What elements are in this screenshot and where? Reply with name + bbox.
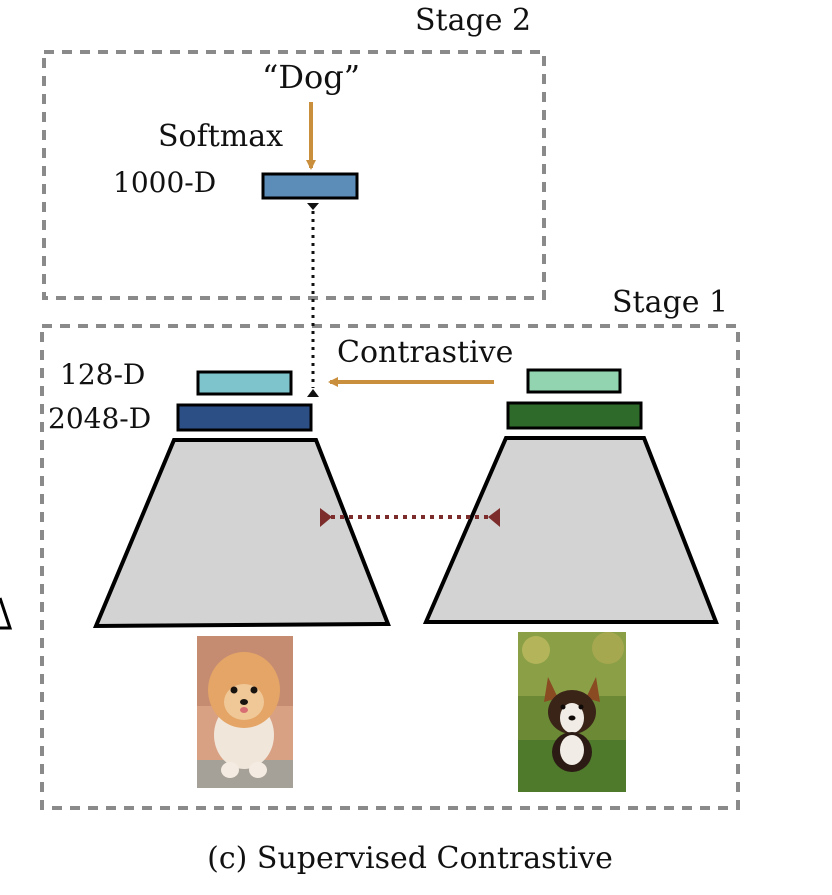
encoder-right [422, 436, 719, 624]
projection-head-left [196, 370, 293, 396]
dim-128-label: 128-D [60, 358, 145, 391]
softmax-label: Softmax [158, 119, 283, 154]
dim-1000-label: 1000-D [113, 166, 216, 199]
contrastive-label: Contrastive [337, 335, 513, 370]
stage-link-bottom-marker [307, 389, 319, 397]
embedding-layer-left [176, 403, 313, 432]
projection-head-right [526, 368, 622, 394]
class-label-dog: “Dog” [262, 58, 360, 96]
stage2-label: Stage 2 [415, 3, 531, 38]
shared-weights-left-cap [320, 508, 332, 527]
image-right-corgi [518, 632, 626, 792]
embedding-layer-right [506, 401, 643, 430]
dim-2048-label: 2048-D [48, 402, 151, 435]
figure-caption: (c) Supervised Contrastive [207, 841, 613, 876]
shared-weights-right-cap [488, 508, 500, 527]
stage1-box [40, 324, 740, 810]
stage1-label: Stage 1 [612, 285, 728, 320]
left-edge-fragment [0, 597, 13, 630]
image-left-puppy [197, 636, 293, 788]
softmax-layer [261, 172, 359, 200]
encoder-left [92, 438, 391, 629]
stage-link-top-marker [307, 203, 319, 210]
stage2-box [42, 50, 546, 300]
